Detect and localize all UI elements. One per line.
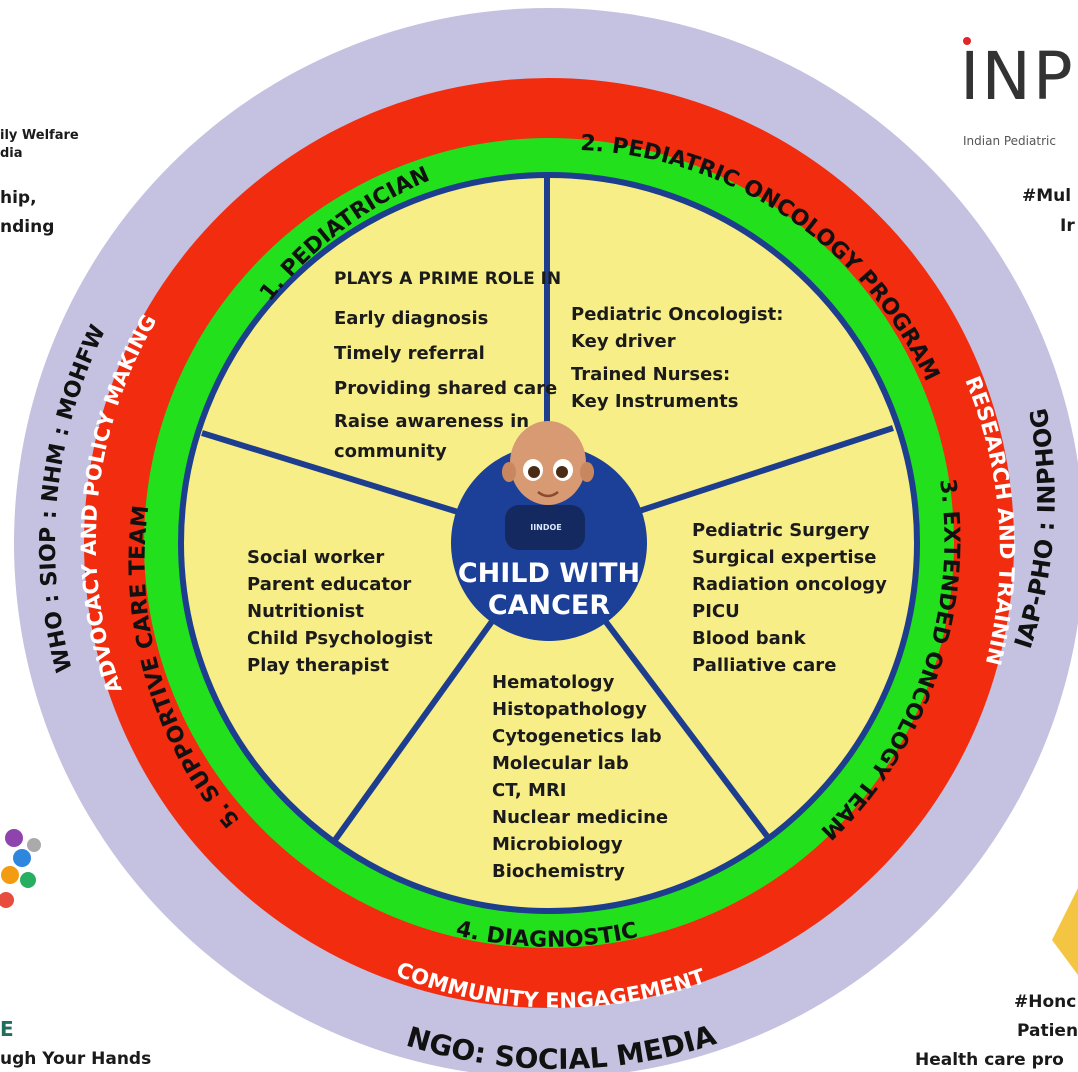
avatar-shirt <box>505 505 585 550</box>
spoke-bottom-right <box>600 616 770 838</box>
diagnostics-item: Molecular lab <box>492 753 629 774</box>
avatar-left-pupil <box>528 466 540 478</box>
child-face-icon <box>502 421 594 505</box>
center-label-line1: CHILD WITH <box>458 558 640 589</box>
hands-logo-icon <box>0 829 41 908</box>
oncology-item: Key driver <box>571 331 676 352</box>
edge-bottom-left-text: ugh Your Hands <box>0 1049 152 1069</box>
edge-bottom-right-line1: #Honc <box>1014 992 1077 1012</box>
extended-item: Surgical expertise <box>692 547 877 568</box>
supportive-item: Social worker <box>247 547 385 568</box>
inphog-logo-text: INP <box>960 38 1075 115</box>
avatar-shirt-text: IINDOE <box>530 523 562 532</box>
oncology-item: Key Instruments <box>571 391 739 412</box>
extended-item: Pediatric Surgery <box>692 520 870 541</box>
spoke-right <box>635 425 894 515</box>
extended-item: PICU <box>692 601 740 622</box>
edge-left-line2: nding <box>0 217 55 237</box>
oncology-item: Trained Nurses: <box>571 364 731 385</box>
edge-right-line2: Ir <box>1060 216 1075 236</box>
supportive-item: Child Psychologist <box>247 628 433 649</box>
pediatrician-item: Timely referral <box>334 343 485 364</box>
oncology-item: Pediatric Oncologist: <box>571 304 784 325</box>
logo-dot-icon <box>963 37 971 45</box>
diagnostics-item: Histopathology <box>492 699 647 720</box>
spoke-bottom-left <box>332 618 496 842</box>
avatar-left-ear <box>502 462 516 482</box>
edge-right-line1: #Mul <box>1022 186 1072 206</box>
pediatrician-item: Early diagnosis <box>334 308 489 329</box>
edge-bottom-left-e: E <box>0 1017 14 1041</box>
diagnostics-sector: Hematology Histopathology Cytogenetics l… <box>492 669 668 885</box>
center-label-line2: CANCER <box>488 590 611 621</box>
avatar-right-pupil <box>556 466 568 478</box>
wheel-spokes <box>201 177 894 842</box>
pediatrician-item: community <box>334 441 447 462</box>
pediatrician-item: Providing shared care <box>334 378 558 399</box>
avatar-head <box>510 421 586 505</box>
avatar-smile <box>537 490 559 498</box>
diagnostics-item: Hematology <box>492 672 615 693</box>
diagnostics-item: Nuclear medicine <box>492 807 669 828</box>
supportive-item: Play therapist <box>247 655 389 676</box>
diagnostics-item: Biochemistry <box>492 861 625 882</box>
child-avatar: IINDOE <box>505 505 585 550</box>
supportive-sector: Social worker Parent educator Nutritioni… <box>247 544 433 679</box>
diagnostics-item: Cytogenetics lab <box>492 726 662 747</box>
diamond-logo-icon <box>1052 888 1078 975</box>
edge-top-left-line2: dia <box>0 146 23 161</box>
avatar-right-ear <box>580 462 594 482</box>
inphog-logo-subtitle: Indian Pediatric <box>963 134 1056 148</box>
edge-bottom-right-line3: Health care pro <box>915 1050 1064 1070</box>
extended-team-sector: Pediatric Surgery Surgical expertise Rad… <box>692 517 887 679</box>
extended-item: Radiation oncology <box>692 574 887 595</box>
spoke-left <box>201 430 459 515</box>
edge-top-left-line1: ily Welfare <box>0 128 79 143</box>
edge-bottom-right-line2: Patien <box>1017 1021 1078 1041</box>
oncology-program-sector: Pediatric Oncologist: Key driver Trained… <box>571 301 783 415</box>
pediatrician-item: Raise awareness in <box>334 411 530 432</box>
supportive-item: Nutritionist <box>247 601 364 622</box>
extended-item: Blood bank <box>692 628 806 649</box>
diagnostics-item: Microbiology <box>492 834 623 855</box>
diagnostics-item: CT, MRI <box>492 780 567 801</box>
pediatrician-sector: PLAYS A PRIME ROLE IN Early diagnosis Ti… <box>334 266 561 465</box>
edge-left-line1: hip, <box>0 188 37 208</box>
extended-item: Palliative care <box>692 655 837 676</box>
supportive-item: Parent educator <box>247 574 412 595</box>
pediatrician-heading: PLAYS A PRIME ROLE IN <box>334 269 562 289</box>
